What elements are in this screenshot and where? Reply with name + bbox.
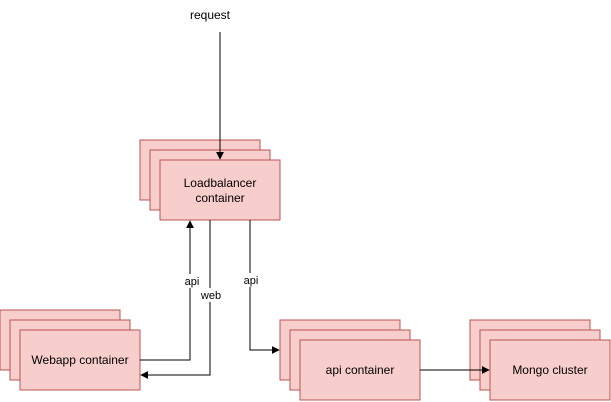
edge-label-api-up-bg [183, 274, 201, 288]
edge-label-api-up: api [185, 276, 200, 288]
webapp-stack-front [19, 329, 141, 391]
webapp-label: Webapp container [31, 353, 128, 367]
loadbalancer-node: Loadbalancer container [139, 139, 281, 221]
webapp-node: Webapp container [0, 309, 141, 391]
api-container-label: api container [326, 363, 395, 377]
edge-loadbalancer-to-webapp-web [140, 220, 211, 379]
api-container-node: api container [279, 319, 421, 401]
mongo-stack-front [489, 339, 611, 401]
edge-label-api-right: api [244, 275, 259, 287]
mongo-label: Mongo cluster [512, 363, 587, 377]
edge-label-web-down-bg [199, 288, 223, 302]
mongo-cluster-node: Mongo cluster [469, 319, 611, 401]
loadbalancer-stack-front [159, 159, 281, 221]
request-label: request [190, 8, 231, 22]
edge-label-api-right-bg [242, 273, 260, 287]
edge-label-web-down: web [200, 290, 221, 302]
loadbalancer-label-line1: Loadbalancer [184, 176, 257, 190]
loadbalancer-label-line2: container [195, 191, 244, 205]
edge-webapp-to-loadbalancer-api [140, 220, 194, 361]
edge-loadbalancer-to-api-container [249, 220, 280, 354]
